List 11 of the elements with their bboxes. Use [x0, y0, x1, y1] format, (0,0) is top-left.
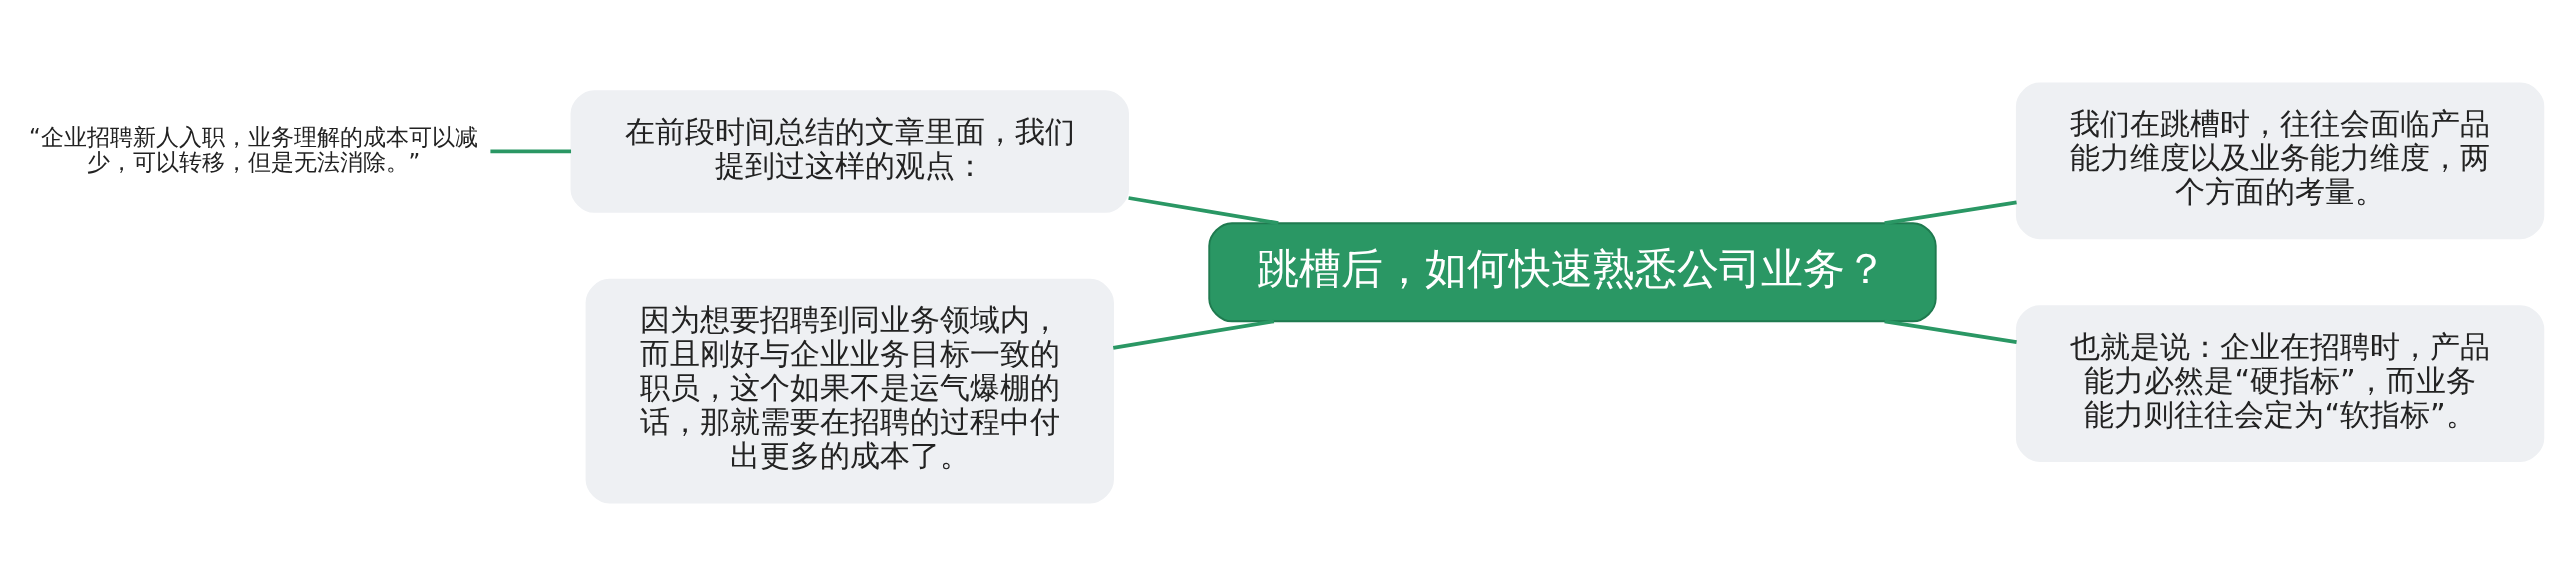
node-box: 跳槽后，如何快速熟悉公司业务？ [1208, 221, 1937, 322]
node-box: 在前段时间总结的文章里面，我们提到过这样的观点： [570, 89, 1130, 213]
connector [490, 149, 572, 153]
connector [1128, 195, 1279, 225]
node-box: 也就是说：企业在招聘时，产品能力必然是“硬指标”，而业务能力则往往会定为“软指标”。 [2015, 304, 2545, 462]
connector [1112, 318, 1275, 350]
connector [1884, 199, 2017, 225]
connector [1884, 318, 2017, 344]
node-box: 我们在跳槽时，往往会面临产品能力维度以及业务能力维度，两个方面的考量。 [2015, 82, 2545, 239]
node-text: “企业招聘新人入职，业务理解的成本可以减少，可以转移，但是无法消除。” [29, 123, 478, 175]
node-box: 因为想要招聘到同业务领域内，而且刚好与企业业务目标一致的职员，这个如果不是运气爆棚的话，那就需要在招聘的过程中付出更多的成本了。 [585, 278, 1114, 503]
